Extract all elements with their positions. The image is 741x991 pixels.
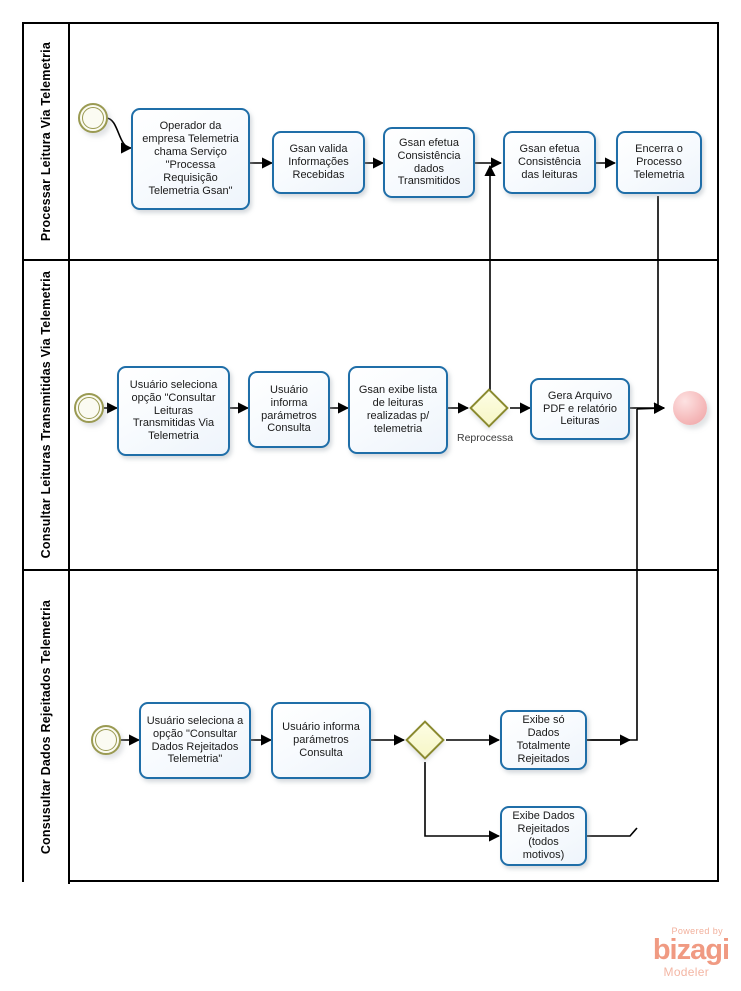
lane-header-1: Processar Leitura Via Telemetria [24, 24, 70, 259]
logo-product-name: bizagi [652, 934, 730, 966]
task-gera-arquivo-pdf[interactable]: Gera Arquivo PDF e relatório Leituras [530, 378, 630, 440]
lane-title-2: Consultar Leituras Transmitidas Via Tele… [39, 271, 53, 559]
lane-consultar-leituras-transmitidas: Consultar Leituras Transmitidas Via Tele… [24, 259, 717, 569]
lane-title-3: Consusultar Dados Rejeitados Telemetria [39, 600, 53, 855]
start-event-processar-leitura[interactable] [78, 103, 108, 133]
task-usuario-seleciona-consultar-leituras[interactable]: Usuário seleciona opção "Consultar Leitu… [117, 366, 230, 456]
lane-header-2: Consultar Leituras Transmitidas Via Tele… [24, 261, 70, 569]
task-usuario-seleciona-dados-rejeitados[interactable]: Usuário seleciona a opção "Consultar Dad… [139, 702, 251, 779]
lane-processar-leitura-via-telemetria: Processar Leitura Via Telemetria [24, 24, 717, 259]
lane-header-3: Consusultar Dados Rejeitados Telemetria [24, 571, 70, 884]
gateway-label-reprocessa: Reprocessa [457, 432, 514, 444]
start-event-consultar-rejeitados[interactable] [91, 725, 121, 755]
logo-edition-name: Modeler [663, 964, 709, 979]
end-event-consultar-leituras[interactable] [673, 391, 707, 425]
task-exibe-so-dados-totalmente-rejeitados[interactable]: Exibe só Dados Totalmente Rejeitados [500, 710, 587, 770]
bizagi-modeler-logo: Powered by bizagi Modeler [609, 926, 730, 983]
task-gsan-exibe-lista-leituras[interactable]: Gsan exibe lista de leituras realizadas … [348, 366, 448, 454]
lane-title-1: Processar Leitura Via Telemetria [39, 41, 53, 242]
task-usuario-informa-parametros-leituras[interactable]: Usuário informa parámetros Consulta [248, 371, 330, 448]
task-gsan-valida-informacoes[interactable]: Gsan valida Informações Recebidas [272, 131, 365, 194]
task-gsan-consistencia-dados[interactable]: Gsan efetua Consistência dados Transmiti… [383, 127, 475, 198]
start-event-consultar-leituras[interactable] [74, 393, 104, 423]
gateway-tipo-rejeicao[interactable] [405, 720, 445, 760]
task-exibe-dados-rejeitados-todos-motivos[interactable]: Exibe Dados Rejeitados (todos motivos) [500, 806, 587, 866]
task-usuario-informa-parametros-rejeitados[interactable]: Usuário informa parámetros Consulta [271, 702, 371, 779]
task-encerra-processo-telemetria[interactable]: Encerra o Processo Telemetria [616, 131, 702, 194]
task-operador-chama-servico[interactable]: Operador da empresa Telemetria chama Ser… [131, 108, 250, 210]
gateway-diamond-tipo-rejeicao [405, 720, 445, 760]
gateway-reprocessa[interactable] [469, 388, 509, 428]
lane-consultar-dados-rejeitados: Consusultar Dados Rejeitados Telemetria [24, 569, 717, 884]
logo-powered-by-text: Powered by [671, 926, 723, 936]
gateway-diamond-reprocessa [469, 388, 509, 428]
task-gsan-consistencia-leituras[interactable]: Gsan efetua Consistência das leituras [503, 131, 596, 194]
